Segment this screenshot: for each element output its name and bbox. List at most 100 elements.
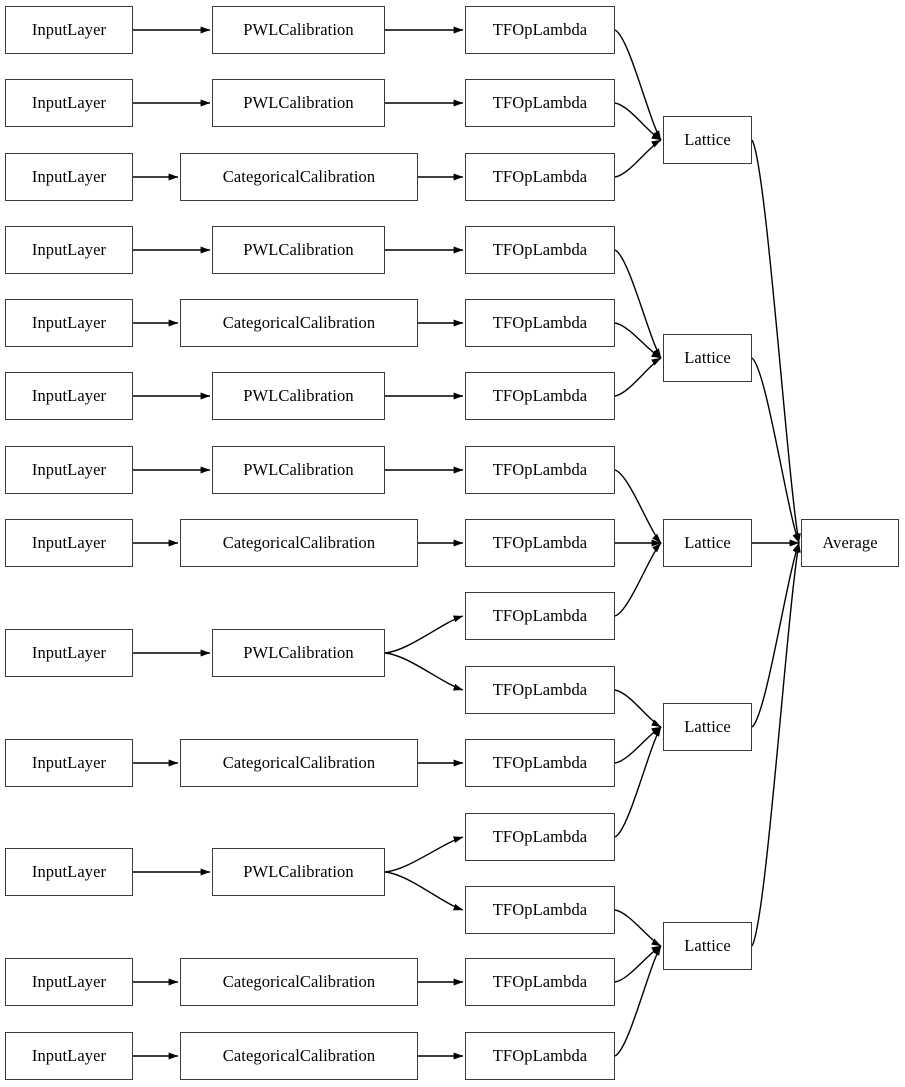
node-label: PWLCalibration [243, 459, 354, 479]
node-pwl[interactable]: PWLCalibration [212, 6, 385, 54]
node-label: InputLayer [31, 971, 107, 991]
node-tfoplambda[interactable]: TFOpLambda [465, 519, 615, 567]
node-label: InputLayer [31, 1045, 107, 1065]
node-pwl[interactable]: PWLCalibration [212, 226, 385, 274]
edge [614, 102, 662, 141]
node-input[interactable]: InputLayer [5, 153, 133, 201]
node-label: TFOpLambda [492, 532, 588, 552]
node-label: InputLayer [31, 861, 107, 881]
node-pwl[interactable]: PWLCalibration [212, 446, 385, 494]
edge [614, 469, 662, 544]
node-average[interactable]: Average [801, 519, 899, 567]
node-lattice[interactable]: Lattice [663, 922, 752, 970]
node-input[interactable]: InputLayer [5, 79, 133, 127]
node-label: CategoricalCalibration [222, 532, 376, 552]
node-input[interactable]: InputLayer [5, 299, 133, 347]
node-pwl[interactable]: PWLCalibration [212, 629, 385, 677]
edge [614, 249, 662, 359]
node-tfoplambda[interactable]: TFOpLambda [465, 813, 615, 861]
node-input[interactable]: InputLayer [5, 6, 133, 54]
node-label: PWLCalibration [243, 642, 354, 662]
node-input[interactable]: InputLayer [5, 446, 133, 494]
node-label: PWLCalibration [243, 92, 354, 112]
node-tfoplambda[interactable]: TFOpLambda [465, 79, 615, 127]
node-label: TFOpLambda [492, 1045, 588, 1065]
node-label: InputLayer [31, 166, 107, 186]
edge [751, 357, 800, 544]
edge [751, 139, 801, 544]
node-input[interactable]: InputLayer [5, 372, 133, 420]
node-label: InputLayer [31, 92, 107, 112]
node-pwl[interactable]: PWLCalibration [212, 848, 385, 896]
node-label: Lattice [684, 347, 731, 367]
node-tfoplambda[interactable]: TFOpLambda [465, 592, 615, 640]
node-label: TFOpLambda [492, 605, 588, 625]
node-input[interactable]: InputLayer [5, 519, 133, 567]
node-categorical[interactable]: CategoricalCalibration [180, 958, 418, 1006]
node-label: InputLayer [31, 642, 107, 662]
node-label: TFOpLambda [492, 679, 588, 699]
edge [384, 615, 464, 654]
node-lattice[interactable]: Lattice [663, 519, 752, 567]
node-label: InputLayer [31, 239, 107, 259]
edge [384, 871, 464, 911]
node-categorical[interactable]: CategoricalCalibration [180, 153, 418, 201]
node-label: InputLayer [31, 752, 107, 772]
node-tfoplambda[interactable]: TFOpLambda [465, 739, 615, 787]
node-tfoplambda[interactable]: TFOpLambda [465, 372, 615, 420]
edge [384, 836, 464, 873]
edge [751, 542, 800, 728]
node-label: TFOpLambda [492, 312, 588, 332]
node-label: PWLCalibration [243, 19, 354, 39]
node-categorical[interactable]: CategoricalCalibration [180, 739, 418, 787]
node-input[interactable]: InputLayer [5, 629, 133, 677]
node-input[interactable]: InputLayer [5, 848, 133, 896]
edge [614, 29, 662, 141]
node-label: Average [822, 532, 878, 552]
node-label: PWLCalibration [243, 385, 354, 405]
node-label: CategoricalCalibration [222, 1045, 376, 1065]
node-label: InputLayer [31, 459, 107, 479]
node-label: Lattice [684, 129, 731, 149]
node-pwl[interactable]: PWLCalibration [212, 372, 385, 420]
node-tfoplambda[interactable]: TFOpLambda [465, 6, 615, 54]
node-pwl[interactable]: PWLCalibration [212, 79, 385, 127]
node-categorical[interactable]: CategoricalCalibration [180, 519, 418, 567]
node-label: InputLayer [31, 312, 107, 332]
node-label: PWLCalibration [243, 239, 354, 259]
node-label: TFOpLambda [492, 92, 588, 112]
node-lattice[interactable]: Lattice [663, 703, 752, 751]
node-tfoplambda[interactable]: TFOpLambda [465, 153, 615, 201]
node-tfoplambda[interactable]: TFOpLambda [465, 226, 615, 274]
node-tfoplambda[interactable]: TFOpLambda [465, 1032, 615, 1080]
node-tfoplambda[interactable]: TFOpLambda [465, 886, 615, 934]
node-categorical[interactable]: CategoricalCalibration [180, 299, 418, 347]
node-input[interactable]: InputLayer [5, 226, 133, 274]
node-tfoplambda[interactable]: TFOpLambda [465, 299, 615, 347]
node-tfoplambda[interactable]: TFOpLambda [465, 958, 615, 1006]
node-lattice[interactable]: Lattice [663, 116, 752, 164]
node-label: PWLCalibration [243, 861, 354, 881]
edge [614, 542, 662, 617]
node-label: TFOpLambda [492, 752, 588, 772]
node-tfoplambda[interactable]: TFOpLambda [465, 446, 615, 494]
node-label: CategoricalCalibration [222, 971, 376, 991]
node-label: CategoricalCalibration [222, 752, 376, 772]
node-label: TFOpLambda [492, 19, 588, 39]
node-label: TFOpLambda [492, 971, 588, 991]
edge [614, 945, 662, 1057]
node-tfoplambda[interactable]: TFOpLambda [465, 666, 615, 714]
node-lattice[interactable]: Lattice [663, 334, 752, 382]
node-label: Lattice [684, 532, 731, 552]
edge [751, 542, 801, 947]
node-label: InputLayer [31, 19, 107, 39]
node-label: Lattice [684, 935, 731, 955]
node-input[interactable]: InputLayer [5, 739, 133, 787]
node-input[interactable]: InputLayer [5, 958, 133, 1006]
node-categorical[interactable]: CategoricalCalibration [180, 1032, 418, 1080]
node-input[interactable]: InputLayer [5, 1032, 133, 1080]
node-label: TFOpLambda [492, 899, 588, 919]
node-label: CategoricalCalibration [222, 312, 376, 332]
